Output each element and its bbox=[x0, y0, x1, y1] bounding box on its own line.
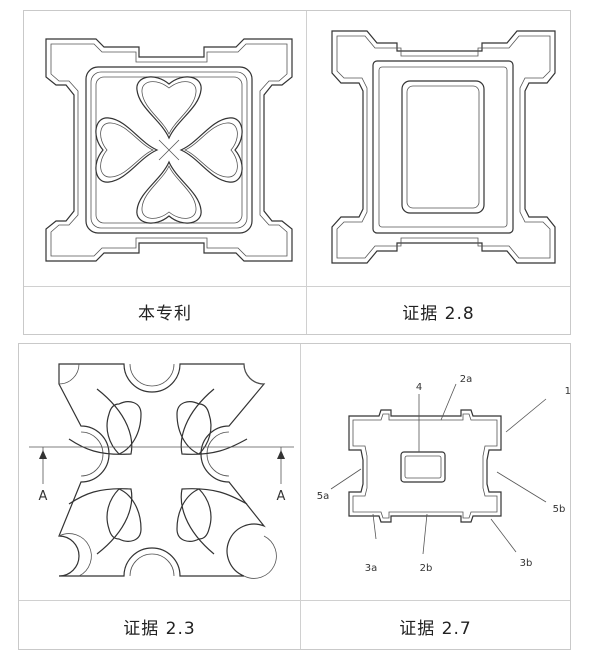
callout-4: 4 bbox=[416, 382, 422, 393]
patent-brick-drawing bbox=[45, 38, 293, 262]
section-mark-left: A bbox=[39, 489, 48, 504]
callout-1: 1 bbox=[565, 386, 571, 397]
evidence-2-8-drawing bbox=[331, 30, 556, 264]
bottom-caption-rule bbox=[19, 600, 570, 601]
callout-3b: 3b bbox=[520, 558, 533, 569]
bottom-vertical-divider bbox=[300, 344, 301, 649]
bottom-comparison-panel: A A 1 2a 2b 3a 3b 4 5a 5b 证据 2.3 证据 2.7 bbox=[18, 343, 571, 650]
caption-patent: 本专利 bbox=[138, 304, 192, 324]
caption-evidence-2-8: 证据 2.8 bbox=[402, 304, 475, 324]
callout-2b: 2b bbox=[420, 563, 433, 574]
evidence-2-7-drawing: 1 2a 2b 3a 3b 4 5a 5b bbox=[317, 374, 571, 574]
section-mark-right: A bbox=[277, 489, 286, 504]
top-vertical-divider bbox=[306, 11, 307, 334]
top-comparison-panel: 本专利 证据 2.8 bbox=[23, 10, 571, 335]
callout-5a: 5a bbox=[317, 491, 330, 502]
evidence-2-3-drawing bbox=[29, 363, 294, 579]
caption-evidence-2-7: 证据 2.7 bbox=[399, 619, 472, 639]
callout-5b: 5b bbox=[553, 504, 566, 515]
callout-2a: 2a bbox=[460, 374, 473, 385]
callout-3a: 3a bbox=[365, 563, 378, 574]
section-mark-labels: A A bbox=[39, 489, 286, 504]
top-caption-rule bbox=[24, 286, 570, 287]
caption-evidence-2-3: 证据 2.3 bbox=[123, 619, 196, 639]
